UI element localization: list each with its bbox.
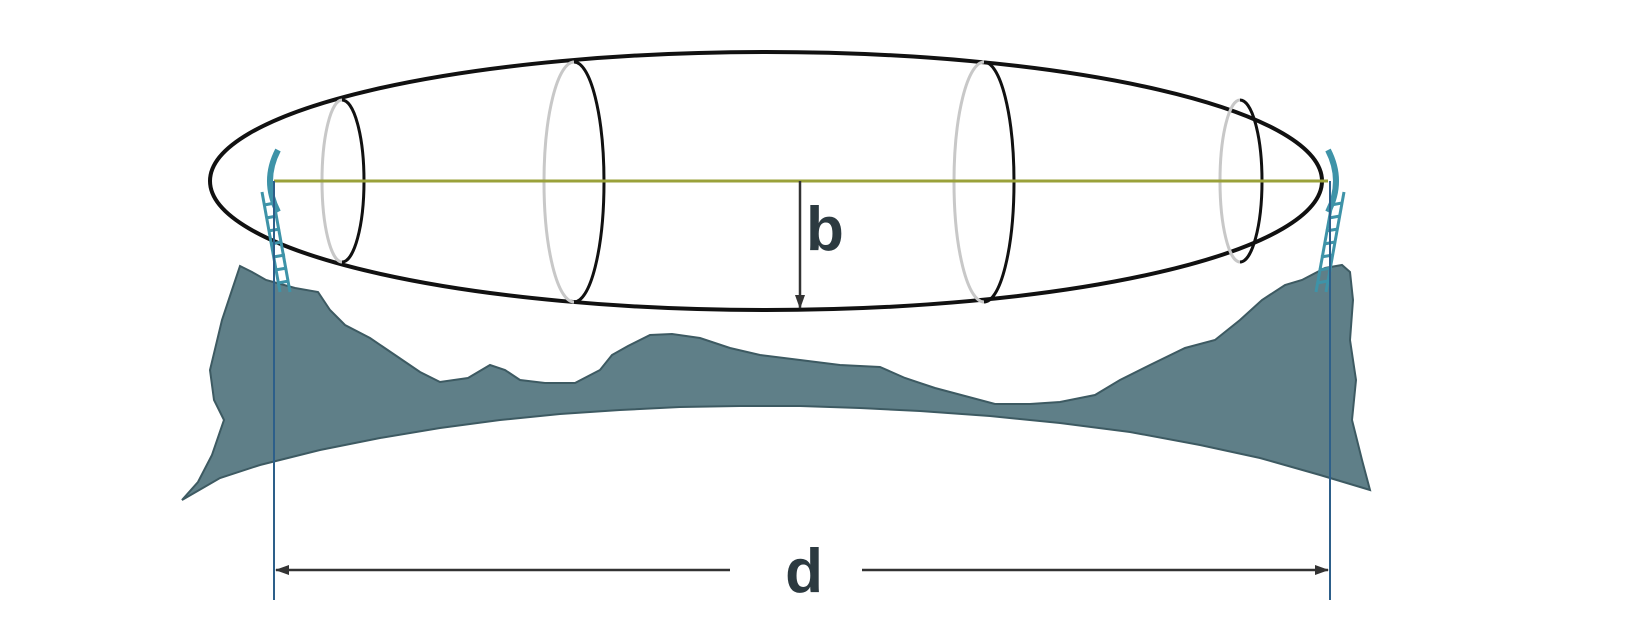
clearance-label: b (806, 195, 844, 264)
left-antenna-icon (260, 148, 292, 293)
distance-label: d (785, 537, 823, 606)
terrain-profile (181, 263, 1372, 501)
